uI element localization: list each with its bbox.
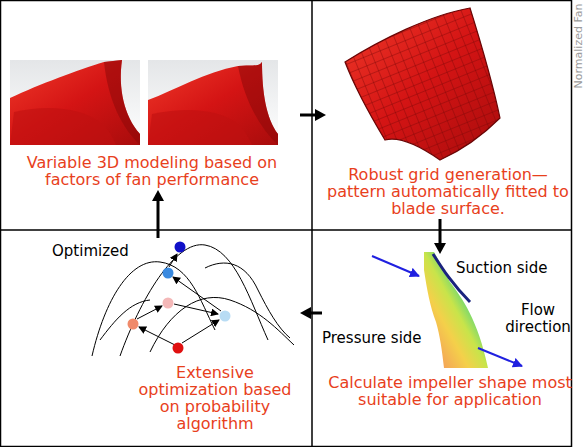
blade-hub (10, 108, 116, 145)
optimization-landscape (92, 245, 294, 356)
step-text: Variable 3D modeling based on factors of… (21, 154, 283, 188)
step-text: Robust grid generation— pattern automati… (326, 166, 570, 217)
search-step (139, 327, 175, 345)
search-step (137, 306, 162, 319)
landscape-curve (205, 263, 290, 338)
flow-arrow (152, 190, 164, 238)
sample-dots (128, 242, 231, 354)
flow-arrow (434, 219, 446, 254)
divider (311, 0, 313, 447)
sample-dot (173, 343, 184, 354)
sample-dot (163, 268, 174, 279)
arrow-head (152, 190, 164, 201)
search-step (173, 277, 221, 311)
arrow-shaft (157, 199, 160, 238)
sample-dot (175, 242, 186, 253)
blade-render (148, 60, 278, 145)
sample-dot (220, 311, 231, 322)
step-text: Calculate impeller shape most suitable f… (328, 374, 572, 408)
flow-arrow (372, 256, 419, 276)
frame (1, 1, 572, 447)
search-step (169, 254, 177, 267)
photo-ground (148, 60, 278, 145)
arrow-shaft (439, 219, 442, 245)
panel-cell: Extensive optimization based on probabil… (4, 238, 300, 434)
grid-lines (340, 4, 505, 164)
flow-arrow (478, 348, 522, 366)
mesh-blade (340, 4, 505, 164)
landscape-curve (120, 245, 268, 356)
sample-dot (128, 319, 139, 330)
panel-cell: Robust grid generation— pattern automati… (326, 4, 570, 219)
step-text: Extensive optimization based on probabil… (127, 364, 303, 432)
flow-arrow (300, 109, 326, 121)
annotation-label: Pressure side (322, 330, 422, 347)
search-step (174, 304, 218, 314)
photo-ground (10, 60, 140, 145)
blade-render (10, 60, 140, 145)
search-step (182, 320, 219, 343)
blade-hub (148, 110, 252, 145)
blade-shape (148, 62, 278, 145)
blade-outline (345, 8, 500, 160)
landscape-curve (100, 300, 150, 340)
annotation-label: Flow direction (496, 302, 580, 336)
flow-arrow (300, 307, 322, 319)
divider (0, 229, 571, 231)
sample-dot (163, 298, 174, 309)
arrow-head (300, 307, 311, 319)
arrow-shaft (300, 114, 317, 117)
arrow-head (434, 243, 446, 254)
panel-cell: Variable 3D modeling based on factors of… (4, 4, 300, 190)
blade-shape (10, 60, 140, 145)
annotation-label: Suction side (456, 260, 548, 277)
annotation-label: Optimized (52, 243, 129, 260)
axis-title: Normalized Fan (573, 4, 585, 89)
arrow-head (315, 109, 326, 121)
